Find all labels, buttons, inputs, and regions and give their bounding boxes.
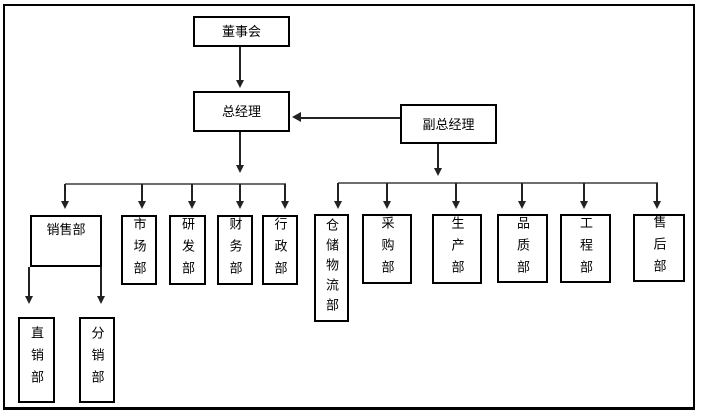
drop-finance-arrowhead-icon (236, 201, 244, 209)
node-purchasing-label: 采购部 (379, 216, 395, 282)
connector-dgm-rail-arrowhead-icon (434, 168, 442, 176)
node-production-label: 生产部 (449, 216, 465, 282)
diagram-border (3, 4, 695, 410)
drop-after-sales-line (656, 183, 658, 201)
node-board: 董事会 (193, 16, 290, 47)
left-rail-line (65, 183, 286, 185)
drop-marketing-line (141, 184, 143, 201)
node-board-label: 董事会 (221, 24, 261, 39)
drop-rnd-arrowhead-icon (188, 201, 196, 209)
connector-gm-rail-line (239, 132, 241, 165)
connector-dgm-gm-line (301, 117, 400, 119)
node-purchasing: 采购部 (362, 214, 412, 284)
node-admin-label: 行政部 (272, 217, 288, 283)
drop-quality-arrowhead-icon (518, 201, 526, 209)
node-general-manager: 总经理 (193, 91, 290, 132)
node-direct-sales: 直销部 (18, 317, 55, 403)
node-distribution: 分销部 (79, 317, 115, 403)
node-rnd: 研发部 (169, 215, 206, 285)
node-engineering: 工程部 (560, 214, 611, 283)
drop-warehouse-logistics-arrowhead-icon (334, 201, 342, 209)
drop-admin-arrowhead-icon (281, 201, 289, 209)
node-quality: 品质部 (497, 214, 548, 283)
drop-admin-line (284, 184, 286, 201)
node-deputy-general-manager-label: 副总经理 (422, 116, 475, 132)
node-warehouse-logistics: 仓储物流部 (314, 214, 349, 322)
connector-board-gm-line (239, 47, 241, 80)
drop-warehouse-logistics-line (337, 183, 339, 201)
node-finance: 财务部 (217, 215, 253, 285)
connector-dgm-rail-line (437, 144, 439, 168)
drop-rnd-line (191, 184, 193, 201)
node-after-sales: 售后部 (633, 214, 685, 282)
drop-distribution-line (100, 267, 102, 296)
drop-sales-arrowhead-icon (61, 201, 69, 209)
connector-board-gm-arrowhead-icon (236, 80, 244, 88)
connector-gm-rail-arrowhead-icon (236, 165, 244, 173)
drop-production-arrowhead-icon (452, 201, 460, 209)
node-marketing-label: 市场部 (131, 217, 147, 283)
node-sales: 销售部 (30, 215, 102, 267)
node-after-sales-label: 售后部 (651, 215, 667, 281)
drop-purchasing-line (386, 183, 388, 201)
connector-dgm-gm-arrowhead-icon (292, 112, 301, 122)
node-sales-label: 销售部 (46, 222, 86, 237)
node-distribution-label: 分销部 (89, 326, 105, 392)
node-production: 生产部 (432, 214, 482, 284)
drop-direct-sales-arrowhead-icon (25, 296, 33, 304)
node-engineering-label: 工程部 (578, 215, 593, 282)
drop-purchasing-arrowhead-icon (383, 201, 391, 209)
node-warehouse-logistics-label: 仓储物流部 (324, 218, 339, 318)
node-deputy-general-manager: 副总经理 (400, 104, 497, 144)
drop-direct-sales-line (28, 267, 30, 296)
node-quality-label: 品质部 (515, 215, 530, 282)
node-finance-label: 财务部 (227, 217, 243, 283)
drop-quality-line (521, 183, 523, 201)
right-rail-line (338, 182, 658, 184)
drop-engineering-line (583, 183, 585, 201)
drop-marketing-arrowhead-icon (138, 201, 146, 209)
drop-finance-line (239, 184, 241, 201)
node-direct-sales-label: 直销部 (29, 326, 44, 392)
node-rnd-label: 研发部 (180, 217, 195, 283)
drop-engineering-arrowhead-icon (580, 201, 588, 209)
node-marketing: 市场部 (121, 215, 157, 285)
drop-distribution-arrowhead-icon (97, 296, 105, 304)
node-general-manager-label: 总经理 (221, 104, 261, 119)
drop-after-sales-arrowhead-icon (653, 201, 661, 209)
drop-sales-line (64, 184, 66, 201)
node-admin: 行政部 (262, 215, 298, 285)
drop-production-line (455, 183, 457, 201)
